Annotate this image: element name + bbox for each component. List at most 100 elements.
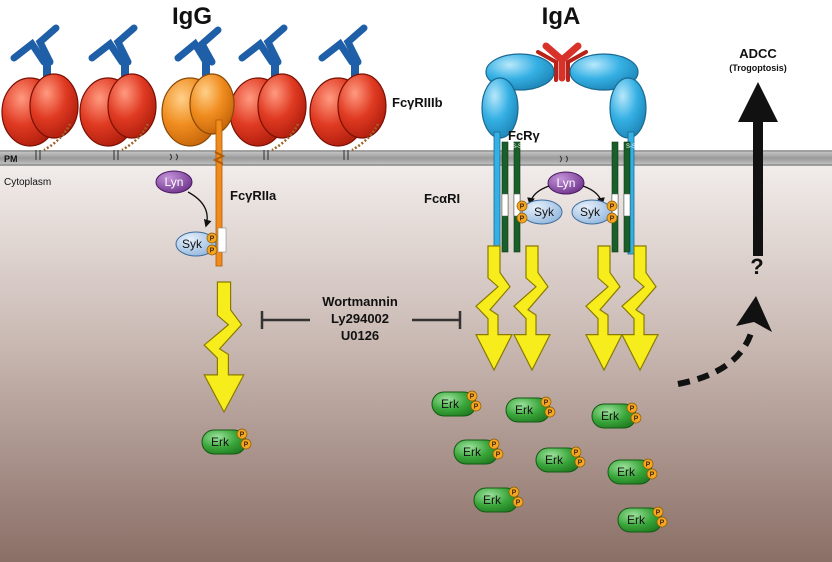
phospho-group [626,402,638,414]
igg-antibody-fab [343,24,368,66]
igg-antibody-fab [197,26,222,66]
adcc-arrow [738,82,778,256]
phospho-group [512,496,524,508]
fcgr3b-receptor [309,24,387,160]
svg-text:P: P [646,462,651,469]
erk-label: Erk [211,435,230,449]
phospho-group [570,446,582,458]
igg-antibody-fab [174,38,210,66]
cytoplasm-label: Cytoplasm [4,177,51,188]
fcrg-chain [611,141,619,253]
gpi-anchor [351,123,380,152]
itam-motif [501,193,509,217]
signal-bolt [513,245,551,372]
svg-text:P: P [520,204,525,211]
phospho-group [492,448,504,460]
phospho-group [652,506,664,518]
syk-label: Syk [534,205,555,219]
inhibitor-u0126: U0126 [341,328,379,343]
fcrg-chain [501,141,509,253]
fcar-label: FcαRI [424,191,460,206]
igg-antibody-fab [318,38,356,66]
fcrg-chain [623,141,631,253]
phospho-group [470,400,482,412]
signal-bolts [203,245,659,414]
svg-text:P: P [630,406,635,413]
svg-text:P: P [512,490,517,497]
cytoplasm-region [0,166,832,562]
igg-antibody-fab [88,38,126,66]
erk-label: Erk [483,493,502,507]
syk-label: Syk [182,237,203,251]
phospho-group [508,486,520,498]
fcgr3b-domain-2 [257,73,307,139]
inhibitor-bars [260,311,462,329]
syk-label: Syk [580,205,601,219]
phospho-group [642,458,654,470]
phospho-group [466,390,478,402]
erk-label: Erk [441,397,460,411]
svg-text:P: P [240,432,245,439]
fcrg-label: FcRγ [508,128,541,143]
erk-label: Erk [627,513,646,527]
phospho-group [488,438,500,450]
igg-antibody-fab [263,24,288,66]
signal-bolt [203,281,245,414]
fcar-receptor [481,53,647,255]
igg-antibody-fab [238,38,276,66]
svg-text:P: P [650,472,655,479]
syk-iga-left: Syk P P [516,199,563,225]
igg-antibody-fab [113,24,138,66]
svg-text:P: P [496,452,501,459]
lipid-anchor [35,150,41,160]
phospho-group [240,438,252,450]
gpi-anchor [121,123,150,152]
svg-text:P: P [660,520,665,527]
inhibitor-wortmannin: Wortmannin [322,294,398,309]
phospho-group [544,406,556,418]
itam-motif [623,193,631,217]
gpi-anchor [271,123,300,152]
phospho-group [540,396,552,408]
erk-label: Erk [545,453,564,467]
question-mark: ? [750,254,763,279]
fcgr2a-receptor [161,26,235,267]
fcgr3b-domain-2 [107,73,157,139]
fcgr3b-domain-2 [337,73,387,139]
signal-bolt [585,245,623,372]
lyn-igg: Lyn [155,153,212,228]
inhibitor-ly294002: Ly294002 [331,311,389,326]
lyn-label: Lyn [165,175,184,189]
erk-label: Erk [617,465,636,479]
plasma-membrane [0,150,832,166]
lipid-anchor [343,150,349,160]
svg-text:P: P [548,410,553,417]
fcgr3b-label: FcγRIIIb [392,95,443,110]
svg-text:P: P [210,236,215,243]
disulfide-label: S-S [626,144,636,150]
svg-text:P: P [516,500,521,507]
fcgr3b-receptors [1,24,387,160]
phospho-group [574,456,586,468]
signal-bolt [475,245,513,372]
igg-title: IgG [172,3,212,30]
svg-text:P: P [574,450,579,457]
pm-label: PM [4,154,18,164]
syk-iga-right: Syk P P [571,199,618,225]
syk-igg: Syk P P [175,231,218,257]
svg-text:P: P [210,248,215,255]
disulfide-label: S-S [512,144,522,150]
erk-label: Erk [515,403,534,417]
svg-text:P: P [492,442,497,449]
